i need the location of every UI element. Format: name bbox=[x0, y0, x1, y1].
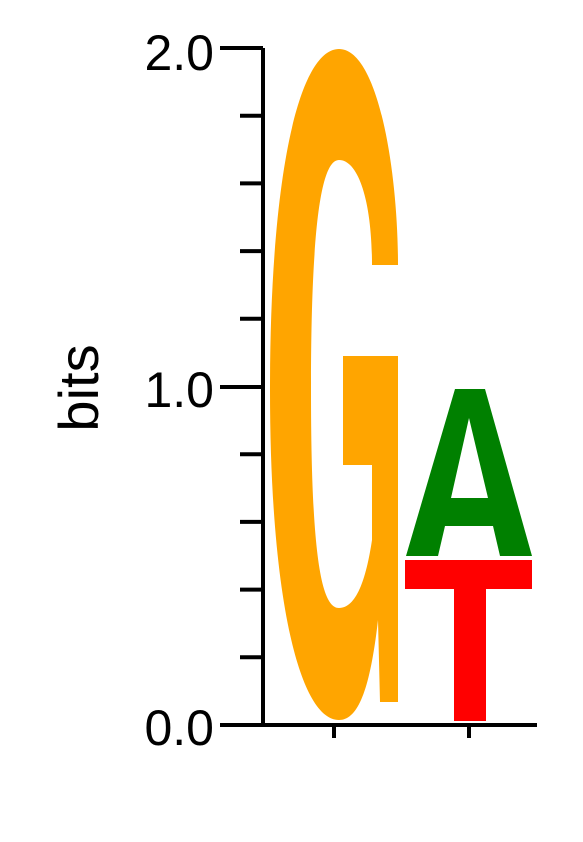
logo-letter-g bbox=[270, 49, 398, 720]
glyph-t-stem bbox=[454, 589, 486, 721]
glyph-a bbox=[406, 389, 532, 556]
y-tick-label-0: 0.0 bbox=[144, 700, 214, 756]
y-tick-label-1: 1.0 bbox=[144, 362, 214, 418]
glyph-t-crossbar bbox=[405, 560, 532, 589]
logo-letter-a bbox=[406, 389, 532, 556]
y-minor-ticks bbox=[240, 46, 263, 660]
glyph-g bbox=[270, 49, 398, 720]
y-axis-label: bits bbox=[47, 344, 110, 431]
logo-letter-t bbox=[405, 560, 532, 721]
y-tick-label-2: 2.0 bbox=[144, 25, 214, 81]
